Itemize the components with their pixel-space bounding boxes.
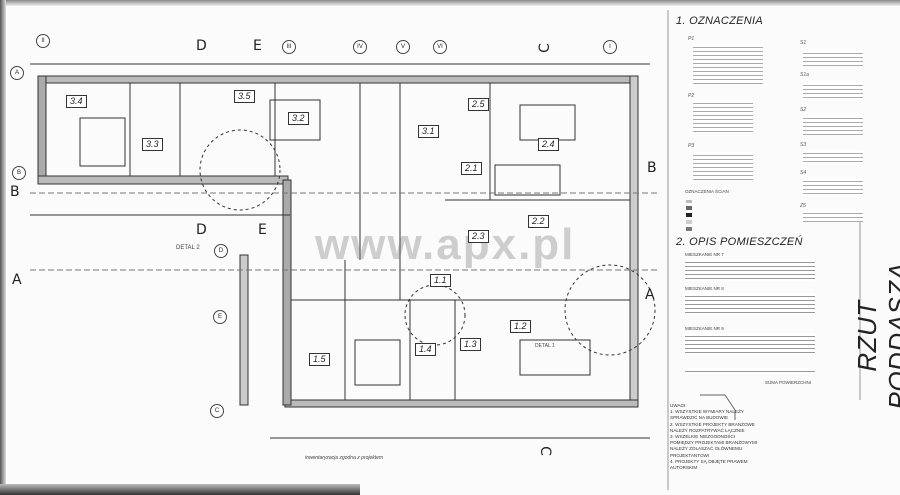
section-marker-a: A	[12, 272, 22, 288]
detail-label: DETAL 2	[176, 245, 200, 251]
room-label: 2.5	[468, 98, 489, 111]
room-label: 2.4	[538, 138, 559, 151]
grid-axis-bubble: II	[36, 34, 50, 48]
watermark: www.apx.pl	[315, 220, 576, 269]
scan-left-edge	[0, 0, 6, 495]
note-line: 2. WSZYSTKIE PROJEKTY BRANŻOWE	[670, 421, 755, 427]
grid-axis-bubble: III	[282, 40, 296, 54]
section-marker-d: D	[196, 222, 207, 238]
legend-block-label: S1	[800, 40, 807, 46]
legend-block-label: P3	[688, 143, 695, 149]
note-line: SPRAWDZIĆ NA BUDOWIE	[670, 415, 729, 421]
legend-table-lines	[803, 115, 863, 135]
notes-heading: UWAGI:	[670, 403, 687, 408]
legend-block-label: S4	[800, 170, 807, 176]
room-label: 2.3	[468, 230, 489, 243]
legend-block-label: S1a	[800, 72, 809, 78]
wall-stair	[239, 254, 249, 406]
note-line: 1. WSZYSTKIE WYMIARY NALEŻY	[670, 409, 744, 415]
wall-right	[629, 75, 639, 407]
wall-left-upper	[37, 75, 47, 183]
legend-symbols-heading: OZNACZENIA ŚCIAN	[685, 189, 729, 194]
room-label: 2.1	[461, 162, 482, 175]
section-heading-oznaczenia: 1. OZNACZENIA	[676, 15, 764, 27]
scan-top-edge	[0, 0, 900, 6]
legend-table-lines	[693, 44, 763, 84]
room-table	[685, 259, 815, 281]
room-label: 3.2	[288, 112, 309, 125]
wall-mid-left	[37, 175, 289, 185]
grid-axis-bubble: VI	[433, 40, 447, 54]
room-label: 3.1	[418, 125, 439, 138]
room-label: 1.4	[415, 343, 436, 356]
section-marker-c: C	[536, 43, 553, 53]
note-line: 3. WSZELKIE NIEZGODNOŚCI	[670, 434, 736, 440]
room-label: 3.5	[234, 90, 255, 103]
legend-block-label: Z5	[800, 203, 806, 209]
grid-axis-bubble: IV	[353, 40, 367, 54]
wall-bottom	[284, 399, 639, 408]
note-line: PROJEKTANTOWI	[670, 452, 710, 458]
legend-table-lines	[803, 178, 863, 196]
scan-bottom-edge	[0, 484, 360, 495]
note-line: 4. PROJEKTY SĄ OBJĘTE PRAWEM	[670, 458, 748, 464]
grid-axis-bubble: I	[603, 40, 617, 54]
legend-block-label: P1	[688, 36, 695, 42]
legend-block-label: S2	[800, 107, 807, 113]
room-label: 2.2	[528, 215, 549, 228]
grid-axis-bubble: C	[210, 404, 224, 418]
grid-axis-bubble: A	[10, 66, 24, 80]
grid-axis-bubble: B	[12, 166, 26, 180]
section-marker-b: B	[647, 160, 657, 176]
legend-table-lines	[803, 150, 863, 164]
legend-table-lines	[803, 82, 863, 100]
note-line: POMIĘDZY PROJEKTAMI BRANŻOWYMI	[670, 440, 758, 446]
room-table	[685, 333, 815, 355]
room-label: 1.2	[510, 320, 531, 333]
apartment-heading: MIESZKANIE NR 7	[685, 252, 724, 257]
section-marker-e: E	[258, 222, 267, 238]
handwritten-note: inwentaryzacja zgodna z projektem	[305, 455, 384, 461]
room-label: 1.5	[309, 353, 330, 366]
section-heading-opis-pomieszczen: 2. OPIS POMIESZCZEŃ	[676, 236, 803, 248]
section-marker-a: A	[645, 287, 655, 303]
legend-symbol-list	[686, 197, 726, 234]
legend-block-label: S3	[800, 142, 807, 148]
total-area-label: SUMA POWIERZCHNI	[765, 380, 812, 385]
room-label: 3.4	[66, 95, 87, 108]
section-marker-b: B	[10, 184, 20, 200]
room-table	[685, 293, 815, 315]
room-label: 1.1	[430, 274, 451, 287]
legend-table-lines	[803, 50, 863, 66]
grid-axis-bubble: V	[396, 40, 410, 54]
wall-left-lower	[282, 179, 292, 406]
room-table	[685, 368, 815, 374]
legend-table-lines	[693, 152, 753, 180]
section-marker-e: E	[253, 38, 262, 54]
apartment-heading: MIESZKANIE NR 9	[685, 326, 724, 331]
section-marker-d: D	[196, 38, 207, 54]
drawing-title: RZUT PODDASZA	[852, 262, 900, 410]
room-label: 1.3	[460, 338, 481, 351]
note-line: NALEŻY ROZPATRYWAĆ ŁĄCZNIE	[670, 427, 745, 433]
apartment-heading: MIESZKANIE NR 8	[685, 286, 724, 291]
legend-table-lines	[693, 100, 753, 133]
legend-block-label: P2	[688, 93, 695, 99]
detail-label: DETAL 1	[535, 343, 555, 349]
room-label: 3.3	[142, 138, 163, 151]
grid-axis-bubble: D	[214, 244, 228, 258]
wall-top	[37, 75, 639, 84]
section-marker-c: C	[536, 446, 553, 456]
note-line: AUTORSKIM	[670, 465, 698, 471]
grid-axis-bubble: E	[213, 310, 227, 324]
note-line: NALEŻY ZGŁASZAĆ GŁÓWNEMU	[670, 446, 743, 452]
notes-block: UWAGI: 1. WSZYSTKIE WYMIARY NALEŻY SPRAW…	[670, 403, 780, 471]
legend-table-lines	[803, 210, 863, 222]
